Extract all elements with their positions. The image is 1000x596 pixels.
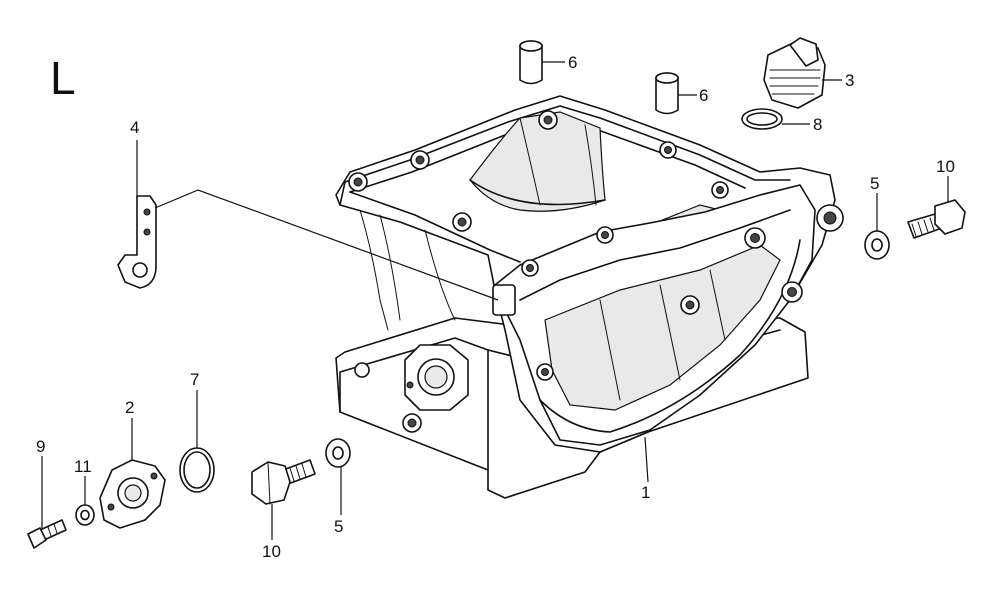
callout-10-right: 10 — [936, 157, 955, 176]
callout-7: 7 — [190, 370, 199, 389]
callout-11: 11 — [74, 457, 92, 476]
callout-9: 9 — [36, 437, 45, 456]
washer-right — [864, 230, 890, 260]
cover-plate — [99, 459, 166, 529]
bracket — [117, 195, 157, 289]
washer-bottom — [325, 438, 351, 468]
oil-filler-plug — [763, 37, 826, 109]
callout-4: 4 — [130, 118, 139, 137]
callout-1: 1 — [641, 483, 650, 502]
callout-5-right: 5 — [870, 174, 879, 193]
bolt-right — [907, 199, 966, 239]
o-ring-7 — [179, 447, 215, 493]
small-bolt — [27, 519, 67, 549]
o-ring-8 — [741, 108, 783, 130]
callout-8: 8 — [813, 115, 822, 134]
callout-6-top: 6 — [568, 53, 577, 72]
crankcase — [335, 95, 844, 499]
section-letter: L — [50, 52, 76, 104]
callout-3: 3 — [845, 71, 854, 90]
callout-5-bottom: 5 — [334, 517, 343, 536]
dowel-pin-top — [519, 40, 543, 85]
dowel-pin-right — [655, 72, 679, 115]
bolt-bottom — [251, 459, 316, 505]
callout-6-right: 6 — [699, 86, 708, 105]
leader-lines — [41, 61, 949, 540]
callout-2: 2 — [125, 398, 134, 417]
callout-10-bottom: 10 — [262, 542, 281, 561]
small-washer — [75, 504, 95, 526]
